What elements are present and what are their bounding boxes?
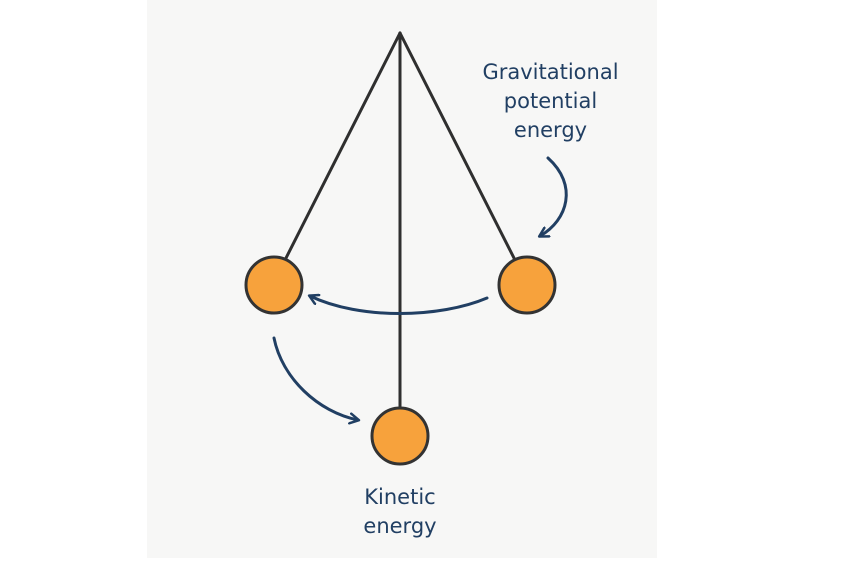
gravitational-potential-energy-label: Gravitational potential energy xyxy=(482,60,619,142)
pendulum-bob-bottom xyxy=(370,406,430,466)
string-left xyxy=(282,31,402,264)
pendulum-bob-left xyxy=(244,255,304,315)
arrow-left-to-bottom-bob xyxy=(272,336,358,420)
arrow-right-to-left-swing xyxy=(310,296,489,315)
string-right xyxy=(398,31,518,264)
kinetic-energy-label: Kinetic energy xyxy=(363,485,437,538)
pendulum-bob-right xyxy=(497,255,557,315)
arrow-to-right-bob xyxy=(540,156,568,236)
